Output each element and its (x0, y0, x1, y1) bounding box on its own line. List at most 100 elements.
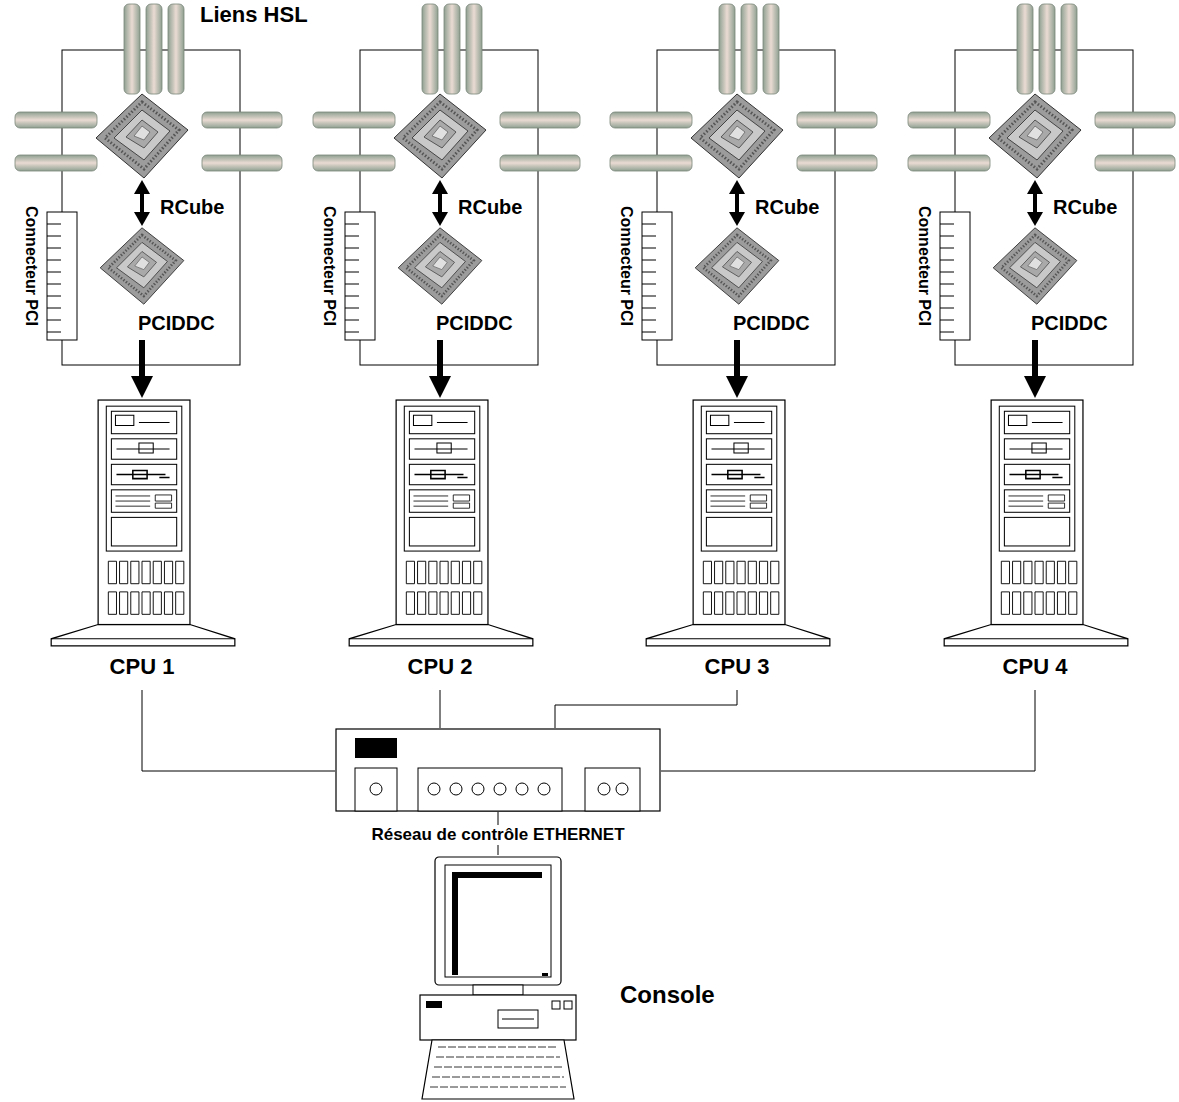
chip-graphic (695, 228, 779, 304)
cpu-tower: CPU 3 (640, 398, 834, 690)
tower-graphic (646, 400, 830, 646)
pci-bridge-chip: PCIDDC (392, 226, 538, 340)
connector-line (1033, 192, 1037, 214)
chip-graphic (689, 226, 785, 306)
connector-line (734, 340, 740, 378)
connector-line (1032, 340, 1038, 378)
chip-graphic (987, 92, 1083, 180)
chip-graphic (989, 94, 1081, 178)
chip-graphic (100, 228, 184, 304)
connector-label: Connecteur PCI (320, 206, 338, 326)
node-label: RCube (1053, 196, 1117, 219)
chip-graphic (689, 92, 785, 180)
chip-graphic (392, 226, 488, 306)
connector-line (438, 192, 442, 214)
pci-bridge-chip: PCIDDC (689, 226, 835, 340)
connector-line (555, 690, 737, 728)
cpu-tower: CPU 4 (938, 398, 1132, 690)
connector-line (139, 340, 145, 378)
connector-line (661, 690, 1035, 771)
chip-graphic (398, 228, 482, 304)
connector-line (437, 340, 443, 378)
connector-line (142, 690, 335, 771)
connector (555, 690, 737, 728)
tower-graphic (938, 398, 1132, 648)
network-board (15, 4, 282, 365)
connector-label: Connecteur PCI (617, 206, 635, 326)
chip-graphic (394, 94, 486, 178)
console-computer: Console (418, 855, 758, 1100)
chip-graphic (987, 226, 1083, 306)
node-label: PCIDDC (733, 312, 810, 335)
pci-bridge-chip: PCIDDC (94, 226, 240, 340)
arrow-head (134, 212, 150, 226)
chip-graphic (392, 92, 488, 180)
cpu-tower: CPU 2 (343, 398, 537, 690)
arrow-head (134, 180, 150, 194)
console-graphic (418, 855, 758, 1100)
arrow-head (432, 180, 448, 194)
connector-label: Connecteur PCI (22, 206, 40, 326)
network-board (908, 4, 1175, 365)
arrow-head (429, 376, 451, 398)
arrow-head (729, 180, 745, 194)
arrow-head (131, 376, 153, 398)
connector-label: Connecteur PCI (915, 206, 933, 326)
node-label: PCIDDC (1031, 312, 1108, 335)
node-label: CPU 4 (938, 654, 1132, 679)
connector (429, 340, 451, 398)
node-label: PCIDDC (436, 312, 513, 335)
node-label: RCube (755, 196, 819, 219)
node-label: Réseau de contrôle ETHERNET (335, 825, 661, 845)
node-label: CPU 1 (45, 654, 239, 679)
chip-graphic (691, 94, 783, 178)
node-label: CPU 3 (640, 654, 834, 679)
pci-bridge-chip: PCIDDC (987, 226, 1133, 340)
router-chip: RCube (392, 92, 488, 180)
connector (726, 340, 748, 398)
connector (131, 340, 153, 398)
hub-graphic (335, 728, 661, 812)
chip-graphic (96, 94, 188, 178)
tower-graphic (640, 398, 834, 648)
arrow-head (432, 212, 448, 226)
network-board (610, 4, 877, 365)
link-label: Liens HSL (200, 2, 308, 27)
node-label: RCube (160, 196, 224, 219)
connector (134, 180, 150, 226)
node-label: RCube (458, 196, 522, 219)
connector-line (440, 690, 441, 728)
console-graphic (420, 857, 576, 1099)
router-chip: RCube (689, 92, 785, 180)
connector (440, 690, 441, 728)
chip-graphic (94, 226, 190, 306)
tower-graphic (51, 400, 235, 646)
arrow-head (1027, 180, 1043, 194)
node-label: CPU 2 (343, 654, 537, 679)
router-chip: RCube (987, 92, 1083, 180)
chip-graphic (94, 92, 190, 180)
arrow-head (1024, 376, 1046, 398)
tower-graphic (349, 400, 533, 646)
ethernet-hub: Réseau de contrôle ETHERNET (335, 728, 661, 812)
arrow-head (729, 212, 745, 226)
chip-graphic (993, 228, 1077, 304)
cpu-tower: CPU 1 (45, 398, 239, 690)
connector (729, 180, 745, 226)
node-label: PCIDDC (138, 312, 215, 335)
connector (1027, 180, 1043, 226)
connector (142, 690, 335, 771)
connector (432, 180, 448, 226)
connector (661, 690, 1035, 771)
connector-line (735, 192, 739, 214)
router-chip: RCube (94, 92, 190, 180)
tower-graphic (45, 398, 239, 648)
tower-graphic (343, 398, 537, 648)
network-board (313, 4, 580, 365)
tower-graphic (944, 400, 1128, 646)
arrow-head (726, 376, 748, 398)
connector-line (140, 192, 144, 214)
hub-graphic (336, 729, 660, 811)
node-label: Console (620, 981, 715, 1009)
